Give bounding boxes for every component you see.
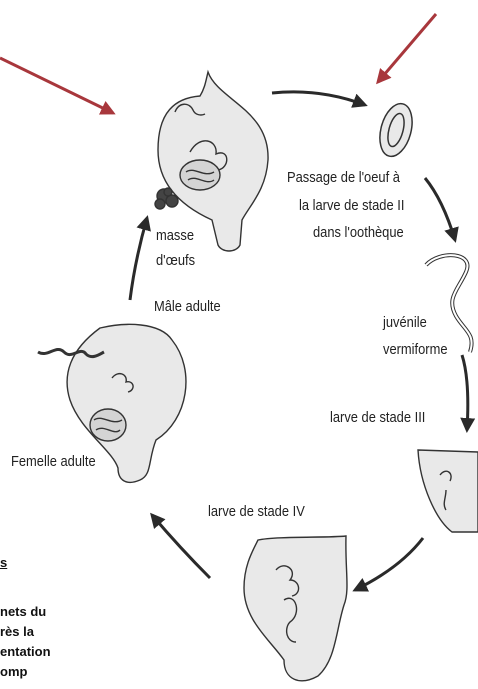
pointer-arrow-top — [378, 14, 436, 82]
cycle-arrow-male-to-egg — [272, 92, 365, 105]
cycle-arrow-egg-to-juvenile — [425, 178, 455, 240]
label-larva4: larve de stade IV — [208, 502, 305, 521]
cut-text-line5: omp — [0, 662, 27, 681]
label-passage-line2: la larve de stade II — [299, 196, 404, 215]
male-adult-drawing — [155, 72, 268, 251]
pointer-arrow-left — [0, 58, 113, 113]
larva3-drawing — [418, 450, 478, 532]
label-female-adult: Femelle adulte — [11, 452, 96, 471]
juvenile-worm-drawing — [426, 255, 472, 352]
cut-text-line2: nets du — [0, 602, 46, 621]
label-passage-line1: Passage de l'oeuf à — [287, 168, 400, 187]
ootheca-drawing — [375, 100, 418, 160]
cut-text-line1: s — [0, 553, 7, 572]
cycle-arrow-larva3-to-larva4 — [355, 538, 423, 590]
cycle-arrow-juvenile-to-larva3 — [462, 355, 468, 430]
cut-text-line3: rès la — [0, 622, 34, 641]
label-larva3: larve de stade III — [330, 408, 425, 427]
label-juvenile: juvénile — [383, 313, 427, 332]
label-vermiforme: vermiforme — [383, 340, 448, 359]
label-male-adult: Mâle adulte — [154, 297, 221, 316]
label-oeufs: d'œufs — [156, 251, 195, 270]
larva4-drawing — [244, 536, 347, 681]
label-passage-line3: dans l'oothèque — [313, 223, 404, 242]
cycle-arrow-larva4-to-female — [152, 515, 210, 578]
label-masse: masse — [156, 226, 194, 245]
cycle-arrow-female-to-male — [130, 218, 147, 300]
cut-text-line4: entation — [0, 642, 51, 661]
